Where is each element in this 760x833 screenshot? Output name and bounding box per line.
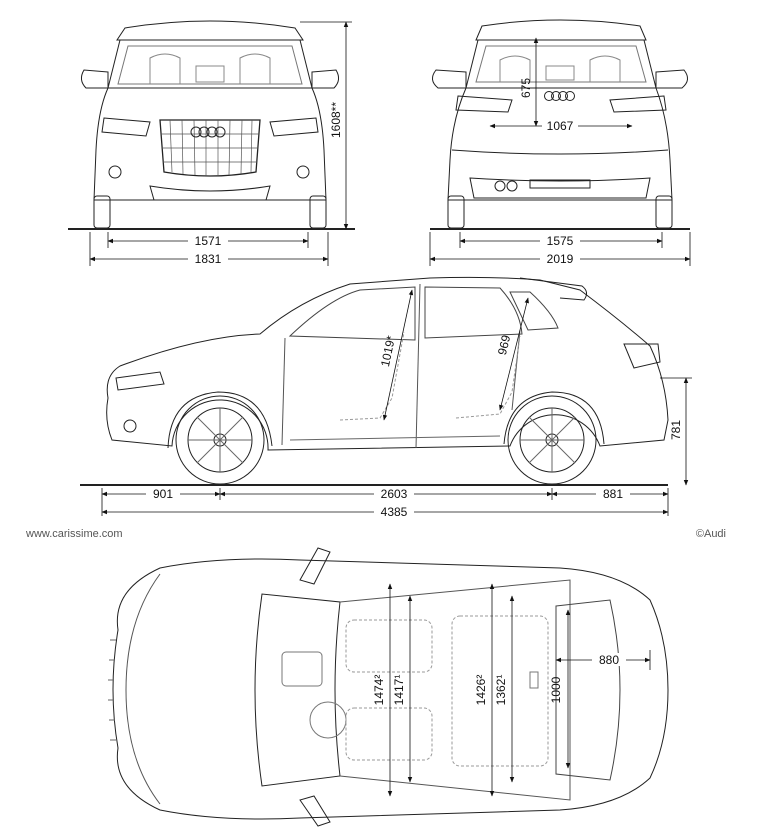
front-height-label: 1608** bbox=[329, 102, 343, 138]
top-dimensions bbox=[387, 583, 651, 797]
wheelbase-bg bbox=[374, 487, 414, 500]
wheelbase-label: 2603 bbox=[381, 487, 408, 501]
rear-overhang-bg bbox=[596, 487, 630, 500]
trunk-width-label: 1000 bbox=[549, 676, 563, 703]
front-shoulder-label: 1474² bbox=[372, 675, 386, 706]
trunk-depth-label: 880 bbox=[599, 653, 619, 667]
front-track-bg bbox=[188, 234, 228, 247]
rear-overhang-label: 881 bbox=[603, 487, 623, 501]
rear-elbow-label: 1362¹ bbox=[494, 675, 508, 706]
front-width-bg bbox=[188, 252, 228, 265]
rear-track-label: 1575 bbox=[547, 234, 574, 248]
credit-text: ©Audi bbox=[696, 528, 726, 540]
hatch-width-label: 1067 bbox=[547, 119, 574, 133]
trunk-depth-bg bbox=[592, 653, 626, 666]
side-view bbox=[80, 276, 669, 486]
rear-track-bg bbox=[540, 234, 580, 247]
length-bg bbox=[374, 505, 414, 518]
sill-height-label: 781 bbox=[669, 420, 683, 440]
top-view bbox=[108, 547, 669, 827]
rear-width-label: 2019 bbox=[547, 252, 574, 266]
front-view bbox=[68, 20, 355, 230]
front-headroom-label: 1019* bbox=[378, 334, 398, 368]
rear-dimensions bbox=[429, 37, 691, 266]
front-elbow-label: 1417¹ bbox=[392, 675, 406, 706]
length-label: 4385 bbox=[381, 505, 408, 519]
rear-view bbox=[430, 19, 690, 230]
watermark-text: www.carissime.com bbox=[25, 528, 123, 540]
front-track-label: 1571 bbox=[195, 234, 222, 248]
rear-width-bg bbox=[540, 252, 580, 265]
side-dimensions bbox=[101, 289, 692, 516]
front-overhang-label: 901 bbox=[153, 487, 173, 501]
front-width-label: 1831 bbox=[195, 252, 222, 266]
front-overhang-bg bbox=[146, 487, 180, 500]
hatch-width-bg bbox=[542, 119, 578, 132]
hatch-height-label: 675 bbox=[519, 78, 533, 98]
rear-shoulder-label: 1426² bbox=[474, 675, 488, 706]
rear-headroom-label: 969 bbox=[495, 333, 514, 356]
